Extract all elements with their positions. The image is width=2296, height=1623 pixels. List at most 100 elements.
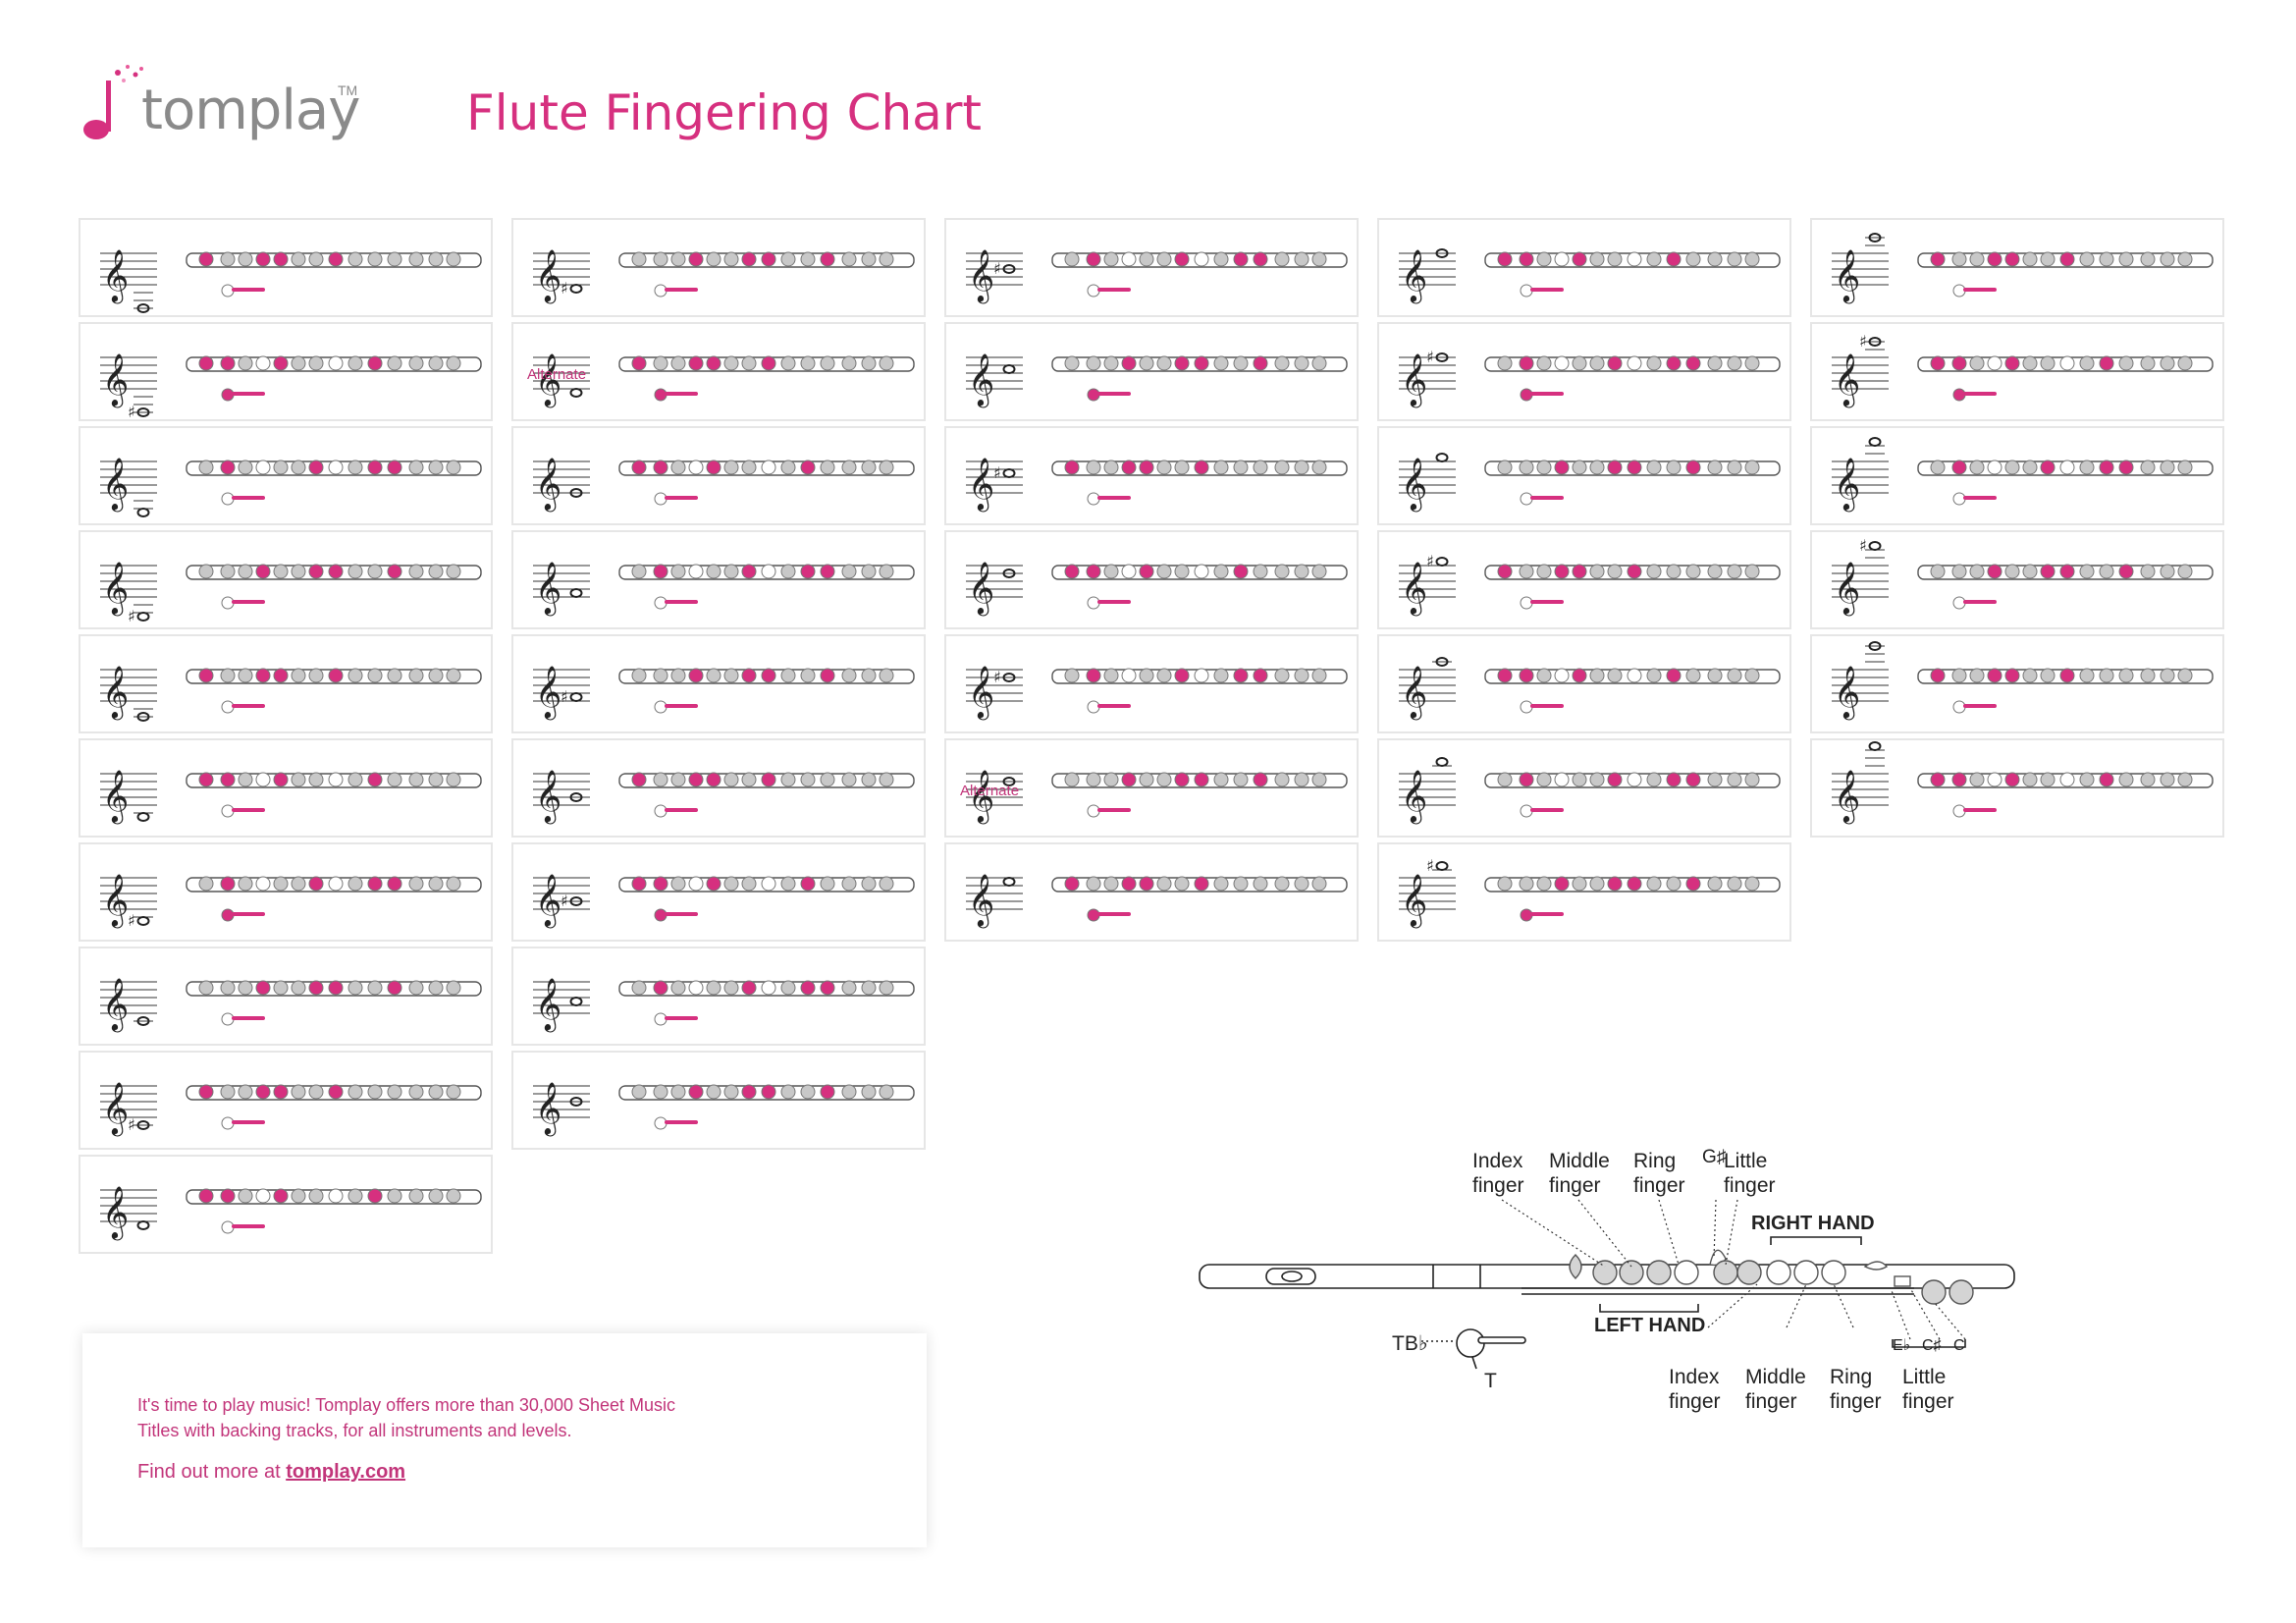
flute-key xyxy=(1727,355,1742,371)
flute-key xyxy=(428,355,444,371)
treble-clef-icon: 𝄞 xyxy=(968,873,994,928)
fingering-svg: 𝄞 xyxy=(966,769,1348,824)
fingering-card: 𝄞♯ xyxy=(511,634,926,733)
flute-key xyxy=(741,668,757,683)
flute-key xyxy=(1194,876,1209,892)
fingering-svg: 𝄞 xyxy=(533,977,915,1032)
flute-key xyxy=(761,980,776,996)
chart-column-4: 𝄞𝄞♯𝄞𝄞♯𝄞𝄞𝄞♯ xyxy=(1377,218,1793,947)
flute-key xyxy=(1744,876,1760,892)
flute-key xyxy=(198,355,214,371)
thumb-key xyxy=(1087,804,1100,818)
fingering-svg: 𝄞♯ xyxy=(966,665,1348,720)
flute-key xyxy=(347,564,363,579)
sharp-sign: ♯ xyxy=(561,279,568,298)
fingering-svg: 𝄞♯ xyxy=(1399,552,1781,616)
fingering-svg: 𝄞 xyxy=(100,248,482,313)
flute-key xyxy=(347,772,363,787)
promo-text: It's time to play music! Tomplay offers … xyxy=(137,1395,676,1440)
flute-key xyxy=(879,668,894,683)
flute-key xyxy=(367,668,383,683)
thumb-key xyxy=(1520,596,1533,610)
note-head xyxy=(569,388,583,398)
note-head xyxy=(1868,541,1882,551)
flute-key xyxy=(2099,564,2114,579)
flute-key xyxy=(2004,355,2020,371)
flute-key xyxy=(1646,876,1662,892)
flute-key xyxy=(238,668,253,683)
flute-key xyxy=(1554,876,1570,892)
flute-key xyxy=(741,1084,757,1100)
flute-key xyxy=(653,980,668,996)
treble-clef-icon: 𝄞 xyxy=(968,352,994,407)
fingering-svg: 𝄞♯ xyxy=(966,457,1348,512)
flute-key xyxy=(1666,355,1682,371)
flute-key xyxy=(879,355,894,371)
flute-key xyxy=(291,355,306,371)
flute-key xyxy=(446,668,461,683)
flute-key xyxy=(1253,668,1268,683)
flute-key xyxy=(387,876,402,892)
flute-key xyxy=(861,564,877,579)
flute-key xyxy=(2177,564,2193,579)
thumb-bar xyxy=(232,912,265,916)
thumb-key xyxy=(221,1116,235,1130)
fingering-svg: 𝄞 xyxy=(966,561,1348,616)
flute-key xyxy=(1969,772,1985,787)
flute-key xyxy=(1707,355,1723,371)
flute-key xyxy=(706,980,721,996)
page-title: Flute Fingering Chart xyxy=(466,84,982,141)
flute-key xyxy=(273,980,289,996)
flute-key xyxy=(1707,876,1723,892)
flute-key xyxy=(1274,355,1290,371)
thumb-key xyxy=(1087,700,1100,714)
flute-key xyxy=(2022,460,2038,475)
flute-key xyxy=(1064,564,1080,579)
flute-key xyxy=(1519,564,1534,579)
flute-key xyxy=(367,876,383,892)
flute-key xyxy=(1727,564,1742,579)
flute-key xyxy=(1086,460,1101,475)
flute-key xyxy=(291,460,306,475)
thumb-key xyxy=(1087,908,1100,922)
flute-key xyxy=(841,772,857,787)
tomplay-link[interactable]: tomplay.com xyxy=(286,1461,406,1483)
flute-key xyxy=(2079,355,2095,371)
flute-key xyxy=(1103,251,1119,267)
thumb-key xyxy=(1520,908,1533,922)
flute-key xyxy=(1253,564,1268,579)
thumb-key xyxy=(1087,492,1100,506)
fingering-svg: 𝄞 xyxy=(100,977,482,1032)
thumb-bar xyxy=(665,1120,698,1124)
note-head xyxy=(1868,437,1882,447)
flute-key xyxy=(820,251,835,267)
flute-key xyxy=(2059,772,2075,787)
note-head xyxy=(1002,364,1016,374)
thumb-key xyxy=(1952,700,1966,714)
flute-key xyxy=(706,355,721,371)
fingering-card: 𝄞 xyxy=(79,426,493,525)
note-head xyxy=(569,284,583,294)
fingering-svg: 𝄞 xyxy=(1832,641,2214,720)
flute-key xyxy=(2118,772,2134,787)
flute-key xyxy=(723,564,739,579)
flute-key xyxy=(706,668,721,683)
thumb-key xyxy=(1520,492,1533,506)
thumb-bar xyxy=(1963,496,1997,500)
flute-key xyxy=(1930,460,1946,475)
flute-key xyxy=(2040,772,2056,787)
flute-key xyxy=(1554,668,1570,683)
flute-key xyxy=(328,1084,344,1100)
flute-key xyxy=(723,980,739,996)
flute-key xyxy=(653,1084,668,1100)
flute-key xyxy=(1987,355,2002,371)
flute-key xyxy=(347,1188,363,1204)
flute-key xyxy=(1497,251,1513,267)
fingering-card: 𝄞 xyxy=(511,1051,926,1150)
treble-clef-icon: 𝄞 xyxy=(102,1081,129,1136)
flute-key xyxy=(1536,772,1552,787)
treble-clef-icon: 𝄞 xyxy=(102,1185,129,1240)
thumb-key xyxy=(1087,596,1100,610)
flute-key xyxy=(1627,668,1642,683)
sharp-sign: ♯ xyxy=(1426,552,1434,570)
